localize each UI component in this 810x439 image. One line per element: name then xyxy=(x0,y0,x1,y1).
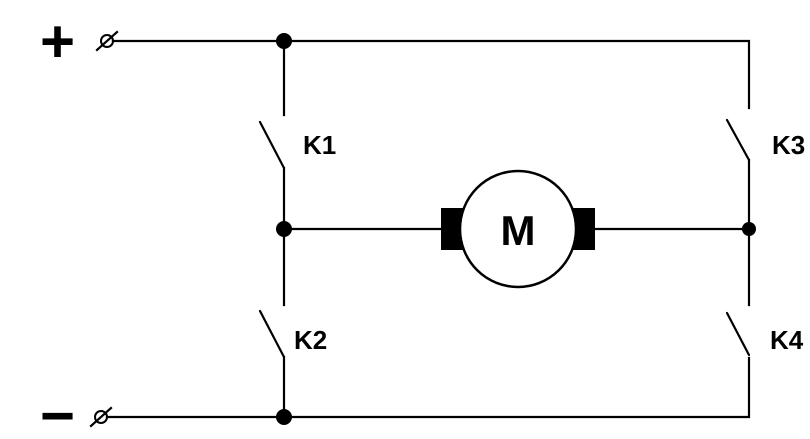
switch-k2-blade xyxy=(258,309,286,359)
switch-k3-label: K3 xyxy=(772,130,805,160)
switch-k4-label: K4 xyxy=(770,325,804,355)
junction-top-left xyxy=(276,33,292,49)
junction-middle-right xyxy=(742,222,756,236)
junction-bottom-left xyxy=(276,409,292,425)
positive-sign: + xyxy=(40,8,75,75)
switch-k1-blade xyxy=(258,120,286,170)
negative-rail xyxy=(105,356,751,419)
positive-rail xyxy=(111,39,751,110)
motor-brush-left xyxy=(441,208,463,250)
motor-brush-right xyxy=(573,208,595,250)
motor: M xyxy=(441,169,595,289)
negative-sign: − xyxy=(40,382,75,439)
junction-middle-left xyxy=(276,221,292,237)
motor-body xyxy=(458,169,578,289)
switch-k4-blade xyxy=(725,311,751,357)
motor-label: M xyxy=(501,207,536,254)
switch-k1-label: K1 xyxy=(303,130,336,160)
switch-k2-label: K2 xyxy=(294,325,327,355)
switch-k3-blade xyxy=(725,118,751,162)
